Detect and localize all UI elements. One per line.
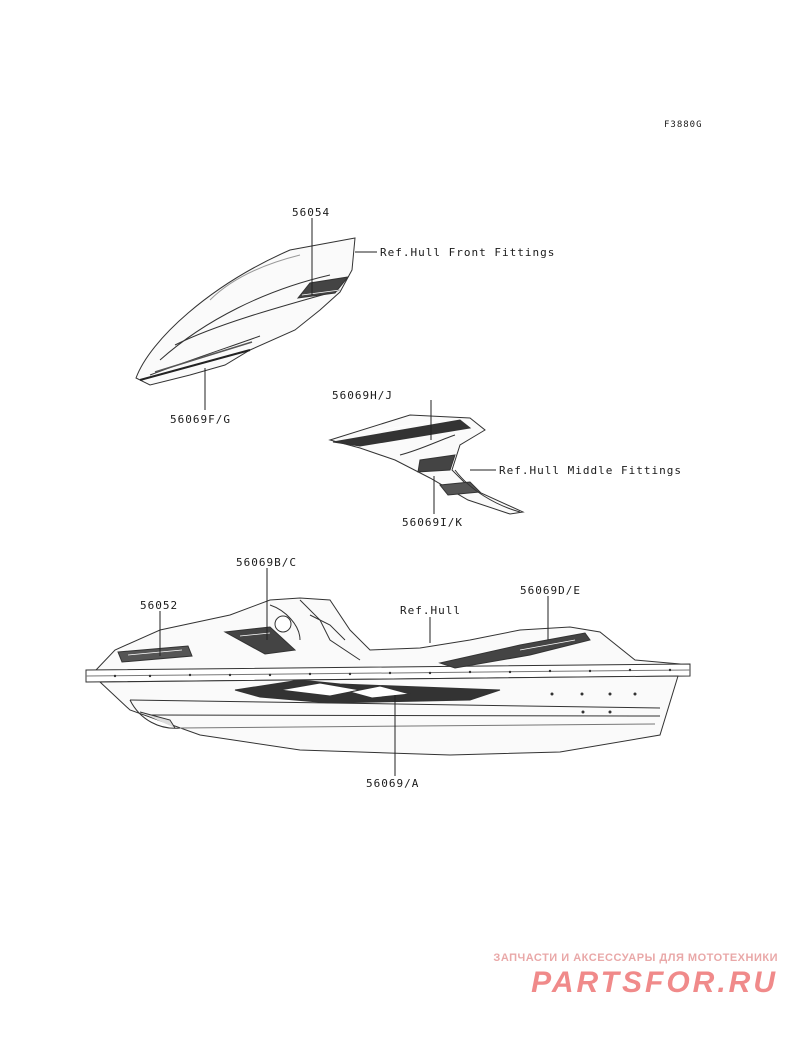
label-56069ik: 56069I/K [402,516,463,529]
diagram-code: F3880G [664,120,703,130]
main-hull-part [85,597,691,756]
label-ref-hull: Ref.Hull [400,604,461,617]
label-56069fg: 56069F/G [170,413,231,426]
front-cover-part [135,237,356,386]
label-ref-hull-front-fittings: Ref.Hull Front Fittings [380,246,556,259]
label-ref-hull-middle-fittings: Ref.Hull Middle Fittings [499,464,682,477]
label-56069bc: 56069B/C [236,556,297,569]
label-56069de: 56069D/E [520,584,581,597]
watermark-tagline: ЗАПЧАСТИ И АКСЕССУАРЫ ДЛЯ МОТОТЕХНИКИ [493,952,778,964]
middle-fitting-part [328,414,525,515]
watermark-logo: PARTSFOR.RU [531,966,778,999]
label-56069a: 56069/A [366,777,420,790]
label-56052: 56052 [140,599,179,612]
label-56054: 56054 [292,206,331,219]
label-56069hj: 56069H/J [332,389,393,402]
leader-lines [159,218,549,776]
